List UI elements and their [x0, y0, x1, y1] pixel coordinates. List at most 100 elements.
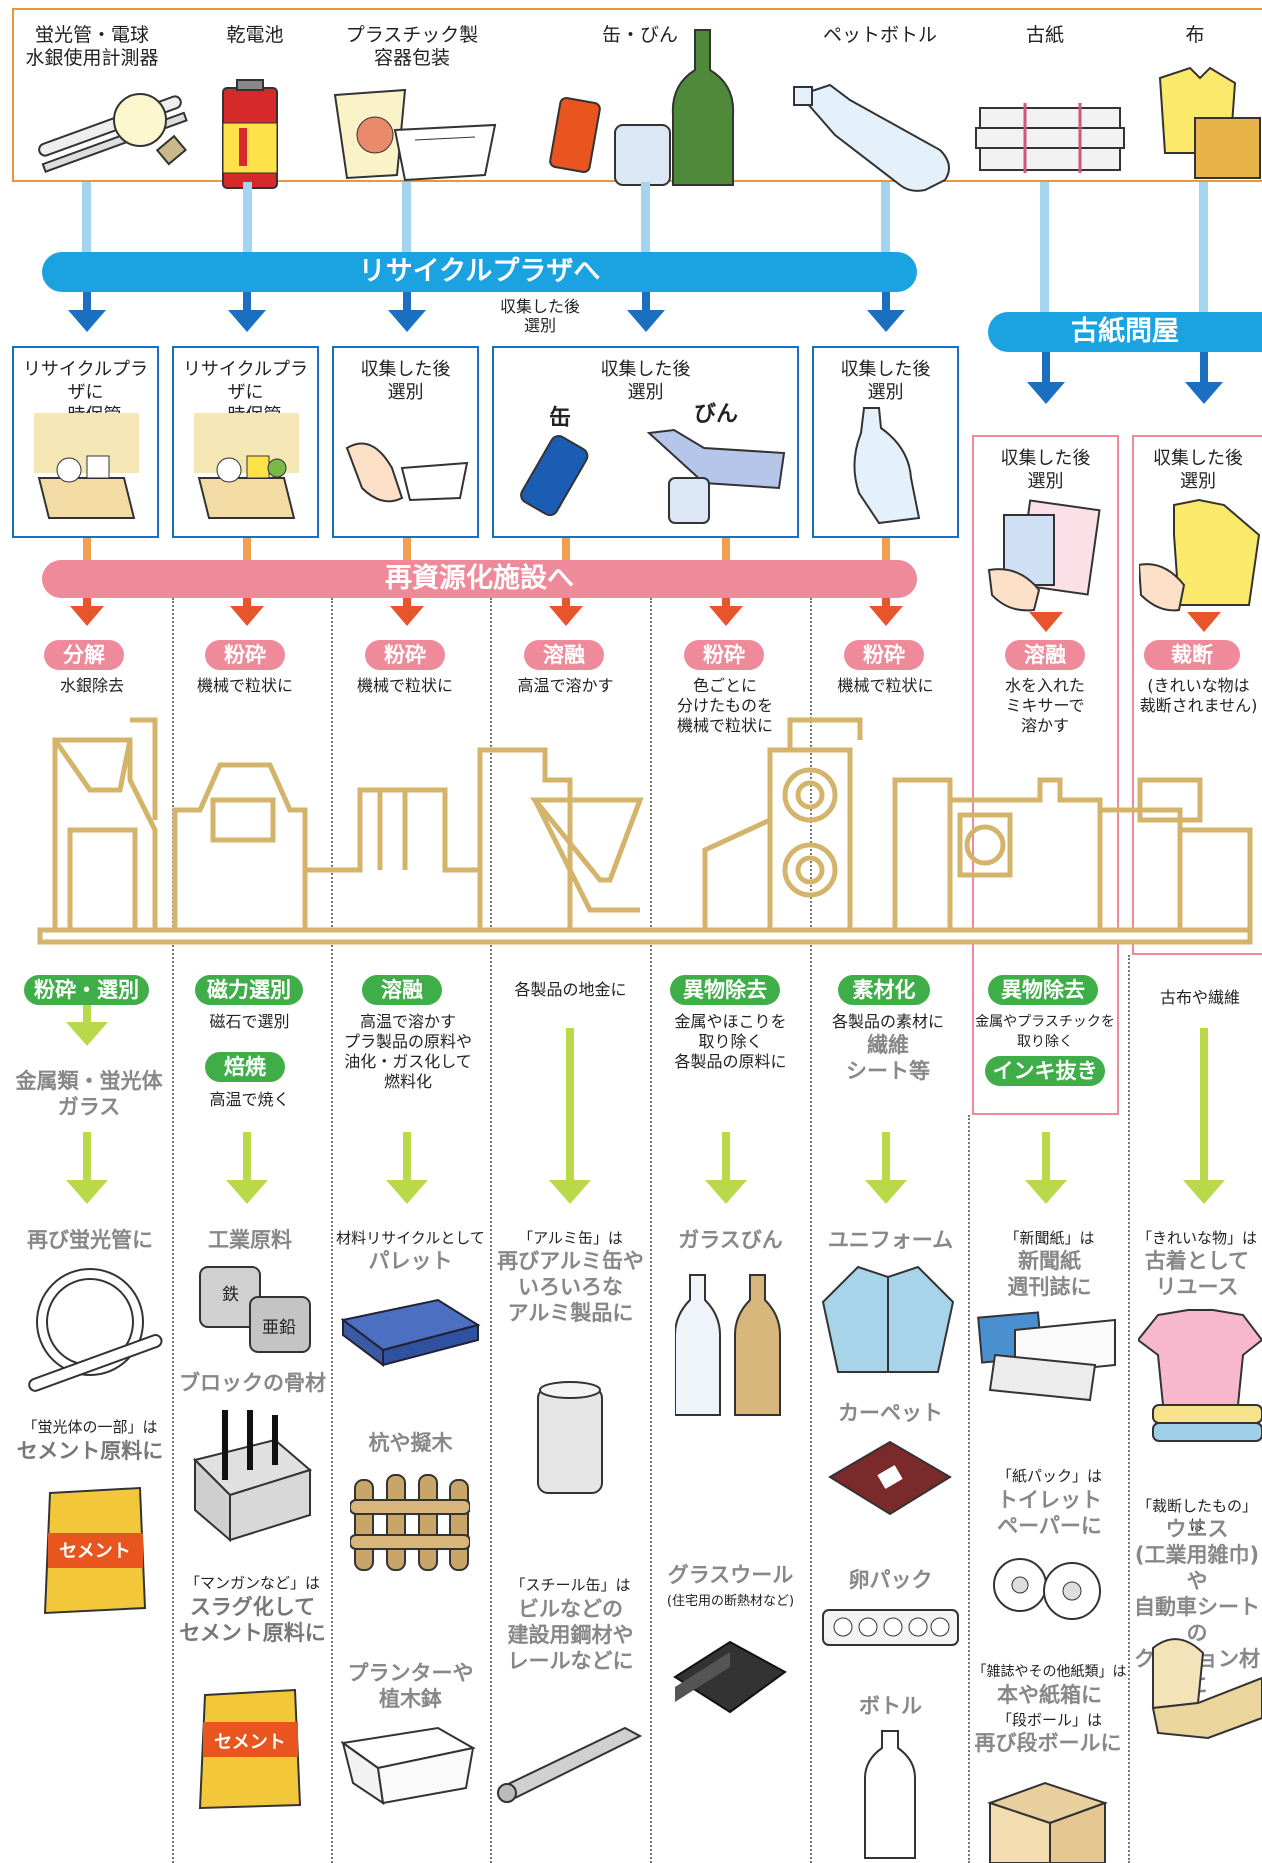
pet-bottle-product-icon: [864, 1730, 916, 1859]
glass-bottle-icon: [646, 428, 786, 524]
process-desc: 高温で溶かす: [517, 676, 614, 695]
process-pill: 溶融: [1005, 640, 1085, 670]
fluorescent-lamp-icon: [38, 93, 188, 173]
process-pill: 粉砕: [684, 640, 764, 670]
flow-line: [881, 182, 890, 252]
cement-label: セメント: [59, 1541, 131, 1562]
product-note: 「マンガンなど」は: [184, 1574, 320, 1592]
down-arrow-icon: [709, 606, 743, 626]
process-pill: 粉砕: [205, 640, 285, 670]
treatment-desc: 高温で溶かす プラ製品の原料や 油化・ガス化して 燃料化: [343, 1012, 472, 1091]
down-arrow-icon: [549, 1180, 591, 1204]
down-arrow-icon: [869, 606, 903, 626]
process-pill: 分解: [44, 640, 124, 670]
product-note: 「新聞紙」は: [1004, 1229, 1095, 1247]
down-arrow-icon: [70, 606, 104, 626]
product-title: 卵パック: [848, 1568, 933, 1592]
treatment-desc: 各製品の素材に: [831, 1012, 944, 1031]
product-title: 杭や擬木: [368, 1431, 453, 1455]
treatment-desc: 各製品の地金に: [514, 980, 627, 999]
category-paper: 古紙: [1025, 24, 1064, 46]
treatment-desc: 金属やプラスチックを 取り除く: [975, 1014, 1115, 1050]
product-title: プランターや 植木鉢: [347, 1661, 474, 1711]
down-arrow-icon: [1027, 382, 1065, 404]
down-arrow-icon: [226, 1180, 268, 1204]
treatment-desc: 金属やほこりを 取り除く 各製品の原料に: [674, 1012, 787, 1071]
tshirt-stack-icon: [1138, 1309, 1262, 1442]
flow-line: [402, 182, 411, 252]
flow-line: [1040, 182, 1049, 312]
newspaper-bundle-icon: [975, 103, 1125, 173]
process-desc: (きれいな物は 裁断されません): [1139, 676, 1258, 715]
column-divider: [172, 598, 174, 1863]
down-arrow-icon: [549, 606, 583, 626]
product-title: パレット: [368, 1249, 453, 1273]
down-arrow-icon: [66, 1022, 108, 1046]
sweater-sorting-icon: [1139, 498, 1261, 612]
reprocess-bar: 再資源化施設へ: [42, 560, 917, 598]
product-note: 「スチール缶」は: [510, 1576, 631, 1594]
clothes-icon: [1158, 66, 1261, 179]
category-pet: ペットボトル: [822, 24, 937, 46]
process-desc: 機械で粒状に: [196, 676, 293, 695]
can-label: 缶: [549, 406, 572, 431]
treatment-result: 繊維 シート等: [846, 1033, 930, 1083]
zinc-label: 亜鉛: [262, 1318, 296, 1338]
product-title: 再びアルミ缶や いろいろな アルミ製品に: [497, 1249, 644, 1325]
product-note: 「雑誌やその他紙類」は: [972, 1664, 1127, 1680]
process-pill: 裁断: [1144, 640, 1240, 670]
product-title: ユニフォーム: [827, 1228, 954, 1252]
egg-carton-icon: [822, 1609, 959, 1646]
glass-bottles-icon: [675, 1274, 781, 1416]
category-cloth: 布: [1185, 24, 1205, 46]
bottle-label: びん: [694, 402, 739, 427]
product-note: 「きれいな物」は: [1136, 1229, 1257, 1247]
stage1-box-battery: リサイクルプラザに 一時保管: [172, 346, 319, 538]
product-note: 「蛍光体の一部」は: [22, 1418, 158, 1436]
can-icon: [520, 435, 589, 517]
steel-rail-icon: [497, 1726, 643, 1803]
product-title: スラグ化して セメント原料に: [179, 1595, 326, 1645]
down-arrow-icon: [705, 1180, 747, 1204]
recycle-plaza-bar: リサイクルプラザへ: [42, 252, 917, 292]
treatment-desc: 高温で焼く: [209, 1090, 290, 1109]
down-arrow-icon: [68, 310, 106, 332]
column-divider: [810, 598, 812, 1863]
down-arrow-icon: [627, 310, 665, 332]
cement-bag-icon: [43, 1486, 147, 1615]
down-arrow-icon: [867, 310, 905, 332]
product-title: カーペット: [838, 1401, 943, 1425]
stage1-box-cans-bottles: 収集した後 選別 缶 びん: [492, 346, 799, 538]
column-divider: [1128, 955, 1130, 1863]
product-title: ボトル: [859, 1694, 922, 1718]
process-desc: 水を入れた ミキサーで 溶かす: [1004, 676, 1085, 735]
magazines-icon: [977, 1311, 1116, 1402]
stage1-box-plastic: 収集した後 選別: [332, 346, 479, 538]
pallet-icon: [340, 1298, 481, 1367]
down-arrow-icon: [228, 310, 266, 332]
process-desc: 機械で粒状に: [837, 676, 934, 695]
flow-line: [1199, 182, 1208, 312]
product-title: 本や紙箱に: [997, 1683, 1102, 1707]
crushed-bottle-icon: [853, 407, 921, 525]
down-arrow-icon: [1029, 612, 1063, 632]
product-note: 「アルミ缶」は: [518, 1229, 623, 1247]
product-note: 材料リサイクルとして: [336, 1229, 485, 1247]
planter-icon: [340, 1726, 476, 1806]
treatment-desc: 古布や繊維: [1159, 988, 1240, 1007]
down-arrow-icon: [388, 310, 426, 332]
process-pill: 溶融: [524, 640, 604, 670]
collection-note: 収集した後 選別: [499, 297, 580, 335]
down-arrow-icon: [1025, 1180, 1067, 1204]
down-arrow-icon: [386, 1180, 428, 1204]
concrete-block-icon: [193, 1410, 313, 1543]
product-note: 「段ボール」は: [996, 1711, 1102, 1729]
column-divider: [490, 598, 492, 1863]
product-title: ブロックの骨材: [179, 1371, 326, 1395]
hand-sorting-icon: [345, 442, 469, 503]
product-title: 工業原料: [208, 1228, 292, 1252]
product-title: グラスウール: [667, 1563, 794, 1587]
stage1-box-pet: 収集した後 選別: [812, 346, 959, 538]
pet-bottle-icon: [793, 83, 950, 192]
storage-box-icon: [34, 413, 139, 519]
